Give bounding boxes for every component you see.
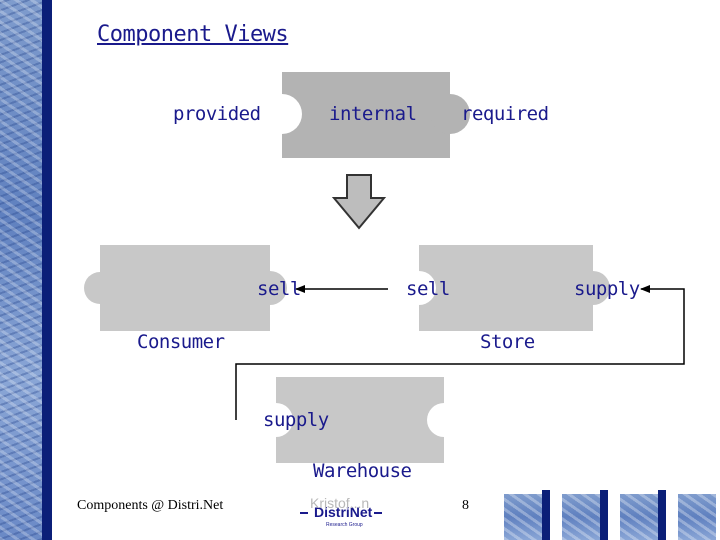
footer-tile-bar xyxy=(542,490,550,540)
footer-tile-bar xyxy=(658,490,666,540)
footer-tiles xyxy=(500,490,720,540)
consumer-body xyxy=(100,245,270,331)
consumer-left-plug xyxy=(84,272,116,304)
warehouse-supply-label: supply xyxy=(263,409,329,431)
store-supply-plug xyxy=(576,271,610,305)
consumer-component xyxy=(84,245,287,331)
supply-connector-arrow xyxy=(235,285,685,420)
warehouse-name: Warehouse xyxy=(313,460,412,482)
down-arrow-icon xyxy=(331,174,387,230)
svg-text:Research Group: Research Group xyxy=(326,522,363,528)
warehouse-component xyxy=(259,377,461,463)
warehouse-body xyxy=(276,377,444,463)
store-sell-label: sell xyxy=(406,278,450,300)
provided-socket xyxy=(262,94,302,134)
footer-text: Components @ Distri.Net xyxy=(77,498,224,513)
footer-tile-bar xyxy=(600,490,608,540)
footer-tile xyxy=(678,494,716,540)
top-component xyxy=(262,72,470,158)
footer-tile xyxy=(562,494,600,540)
consumer-sell-label: sell xyxy=(257,278,301,300)
author-watermark: Kristof...n xyxy=(310,495,370,511)
footer-tile xyxy=(504,494,542,540)
store-body xyxy=(419,245,593,331)
warehouse-supply-socket xyxy=(259,403,293,437)
required-label: required xyxy=(461,103,549,125)
sidebar-texture xyxy=(0,0,42,540)
internal-label: internal xyxy=(329,103,417,125)
consumer-name: Consumer xyxy=(137,331,225,353)
page-title: Component Views xyxy=(97,22,289,47)
sidebar-bar xyxy=(42,0,52,540)
provided-label: provided xyxy=(173,103,261,125)
distrinet-logo: DistriNet Research Group xyxy=(300,504,382,528)
top-component-body xyxy=(282,72,450,158)
store-sell-socket xyxy=(402,271,436,305)
required-plug xyxy=(430,94,470,134)
store-component xyxy=(402,245,610,331)
store-name: Store xyxy=(480,331,535,353)
footer-tile xyxy=(620,494,658,540)
warehouse-right-socket xyxy=(427,403,461,437)
sidebar-decoration xyxy=(0,0,52,540)
store-supply-label: supply xyxy=(574,278,640,300)
svg-text:DistriNet: DistriNet xyxy=(314,504,373,520)
page-number: 8 xyxy=(462,498,469,513)
consumer-sell-plug xyxy=(253,271,287,305)
